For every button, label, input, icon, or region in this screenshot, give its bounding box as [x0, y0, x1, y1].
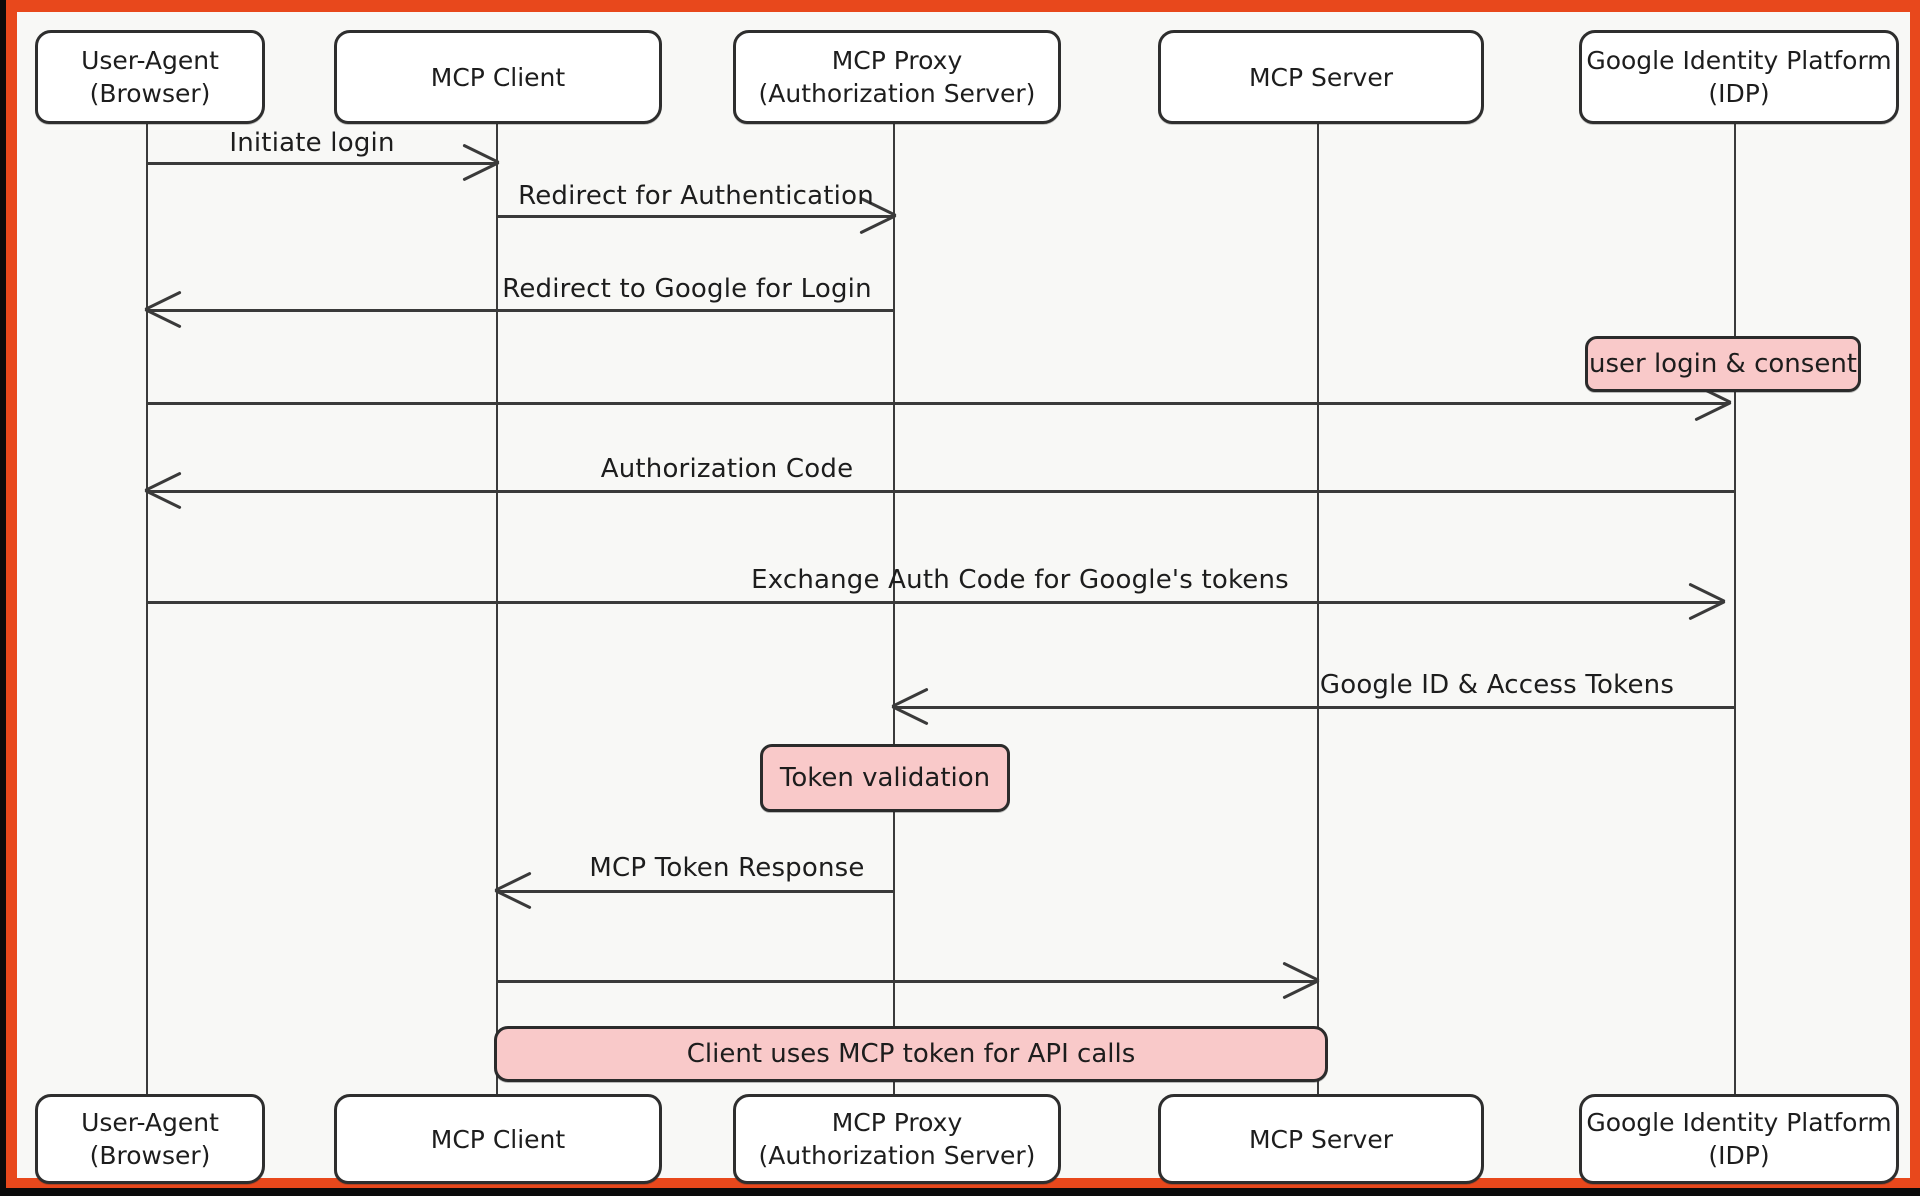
- message-label-initiate-login: Initiate login: [229, 128, 395, 158]
- actor-top-mcp-client: MCP Client: [334, 30, 662, 124]
- lifeline-mcp-server: [1317, 118, 1320, 1094]
- actor-bottom-mcp-server: MCP Server: [1158, 1094, 1484, 1184]
- lifeline-google-idp: [1734, 118, 1737, 1094]
- actor-top-google-idp: Google Identity Platform (IDP): [1579, 30, 1899, 124]
- actor-top-mcp-server: MCP Server: [1158, 30, 1484, 124]
- actor-bottom-user-agent: User-Agent (Browser): [35, 1094, 265, 1184]
- lifeline-mcp-client: [496, 118, 499, 1094]
- arrow-google-id-access-tokens: [894, 706, 1735, 709]
- lifeline-mcp-proxy: [893, 118, 896, 1094]
- message-label-authorization-code: Authorization Code: [600, 454, 854, 484]
- arrow-initiate-login: [147, 162, 497, 165]
- note-token-validation: Token validation: [760, 744, 1010, 812]
- lifeline-user-agent: [146, 118, 149, 1094]
- note-user-login-consent: user login & consent: [1585, 336, 1861, 392]
- message-label-redirect-for-authentication: Redirect for Authentication: [518, 181, 874, 211]
- arrow-redirect-for-authentication: [497, 215, 894, 218]
- actor-bottom-mcp-client: MCP Client: [334, 1094, 662, 1184]
- diagram-canvas: [17, 12, 1910, 1178]
- actor-bottom-mcp-proxy: MCP Proxy (Authorization Server): [733, 1094, 1061, 1184]
- message-label-redirect-to-google: Redirect to Google for Login: [502, 274, 872, 304]
- arrow-redirect-to-google-for-login: [147, 309, 894, 312]
- message-label-google-id-tokens: Google ID & Access Tokens: [1319, 670, 1675, 700]
- arrow-mcp-token-response: [497, 890, 894, 893]
- actor-bottom-google-idp: Google Identity Platform (IDP): [1579, 1094, 1899, 1184]
- arrow-client-to-mcp-server: [497, 980, 1317, 983]
- arrow-authorization-code: [147, 490, 1735, 493]
- actor-top-user-agent: User-Agent (Browser): [35, 30, 265, 124]
- arrow-user-login-consent: [147, 402, 1729, 405]
- message-label-mcp-token-response: MCP Token Response: [589, 853, 865, 883]
- note-client-uses-mcp-token: Client uses MCP token for API calls: [494, 1026, 1328, 1082]
- arrow-exchange-auth-code: [147, 601, 1723, 604]
- actor-top-mcp-proxy: MCP Proxy (Authorization Server): [733, 30, 1061, 124]
- message-label-exchange-auth-code: Exchange Auth Code for Google's tokens: [751, 565, 1289, 595]
